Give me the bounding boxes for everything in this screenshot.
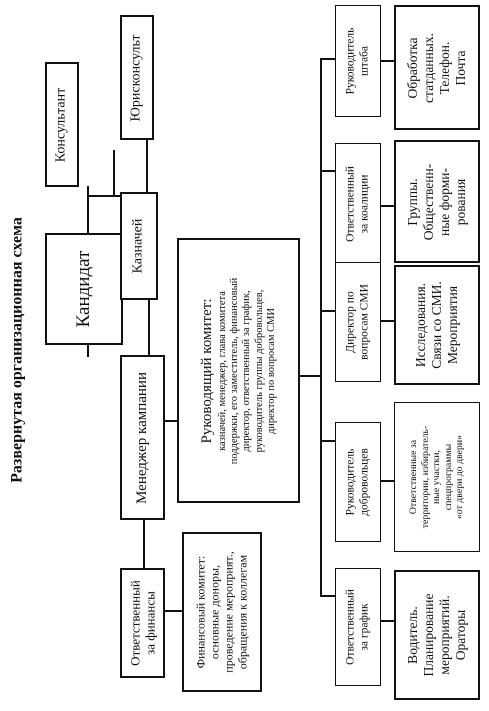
volunteers-tasks-box: Ответственные за территории, избиратель-… [394,402,480,552]
steering-committee-box: Руководящий комитет: казначей, менеджер,… [177,238,300,503]
connector [146,140,148,200]
lawyer-box: Юрисконсульт [120,15,154,140]
connector [165,420,177,422]
connector [320,170,335,172]
connector [381,205,394,207]
consultant-box: Консультант [45,62,79,187]
connector [381,480,394,482]
schedule-tasks-box: Водитель. Планирование мероприятий. Орат… [394,570,480,700]
connector [87,186,89,234]
candidate-box: Кандидат [45,233,123,345]
treasurer-box: Казначей [120,192,158,300]
coalition-tasks-box: Группы. Общественн- ные форми- рования [394,140,480,263]
finance-responsible-box: Ответственный за финансы [120,568,165,678]
steering-committee-line: директор, ответственный за график, [241,289,253,452]
connector [320,310,335,312]
connector [300,375,320,377]
volunteers-head-box: Руководитель добровольцев [335,422,381,542]
media-director-box: Директор по вопросам СМИ [335,262,381,382]
connector [320,58,322,170]
connector [148,300,150,360]
connector [381,620,394,622]
hq-head-box: Руководитель штаба [335,5,381,117]
connector [320,595,335,597]
finance-committee-box: Финансовый комитет: основные доноры, про… [182,532,262,692]
connector [381,60,394,62]
media-tasks-box: Исследования. Связи со СМИ. Мероприятия [394,265,480,385]
steering-committee-line: казначей, менеджер, глава комитета [216,290,228,451]
steering-committee-line: поддержки, его заместитель, финансовый [228,277,240,464]
hq-tasks-box: Обработка статданных. Телефон. Почта [394,5,480,130]
connector [87,345,89,357]
connector [320,58,335,60]
steering-committee-line: руководитель группы добровольцев, [253,289,265,452]
chart-title: Развернутая организационная схема [8,217,26,483]
schedule-responsible-box: Ответственный за график [335,568,381,686]
steering-committee-title: Руководящий комитет: [198,298,215,444]
connector [143,520,145,570]
connector [320,440,335,442]
connector [113,150,115,195]
campaign-manager-box: Менеджер кампании [120,355,165,520]
steering-committee-line: директор по вопросам СМИ [265,307,277,434]
connector [87,195,147,197]
coalition-responsible-box: Ответственный за коалиции [335,143,381,265]
connector [320,170,322,595]
connector [381,320,394,322]
connector [165,610,182,612]
